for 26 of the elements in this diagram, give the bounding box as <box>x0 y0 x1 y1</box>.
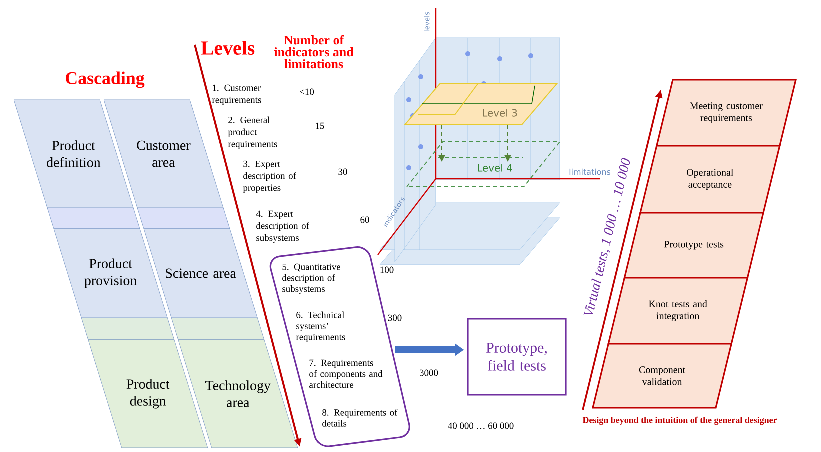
list-item: 6. Technical systems’ requirements <box>296 312 346 342</box>
cascade-cell: Science area <box>144 228 258 318</box>
value-label: 40 000 … 60 000 <box>448 422 514 430</box>
cascade-cell: Technology area <box>178 340 298 448</box>
list-item: 7. Requirements of components and architecture <box>310 360 383 388</box>
value-label: 100 <box>380 266 394 274</box>
heading: Levels <box>201 40 255 55</box>
value-label: 300 <box>388 314 402 322</box>
list-item: 5. Quantitative description of subsystems <box>282 264 340 294</box>
value-label: 30 <box>338 168 348 176</box>
heading: Number of indicators and limitations <box>274 35 354 69</box>
value-label: <10 <box>300 88 314 96</box>
stage-box: Knot tests and integration <box>608 277 749 345</box>
node-label: Product design <box>126 379 170 409</box>
node-label: Technology area <box>206 380 271 408</box>
list-item: 8. Requirements of details <box>322 409 398 427</box>
list-item: 3. Expert description of properties <box>243 160 296 194</box>
stage-box: Prototype tests <box>624 212 765 279</box>
cascade-cell: Product definition <box>14 100 134 208</box>
heading: Cascading <box>66 72 145 88</box>
caption-text: Design beyond the intuition of the general designer <box>582 416 778 426</box>
list-item: 4. Expert description of subsystems <box>256 210 310 244</box>
value-label: 15 <box>316 122 324 130</box>
process-box: Prototype, field tests <box>467 318 567 396</box>
value-label: 60 <box>360 216 370 224</box>
value-label: 3000 <box>420 370 438 376</box>
